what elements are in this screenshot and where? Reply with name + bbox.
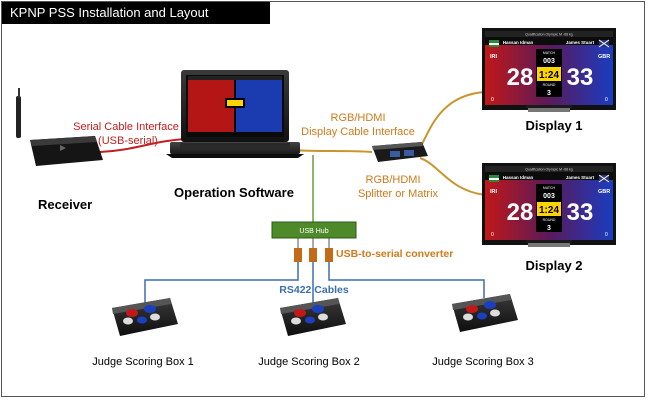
judge-box-2	[280, 298, 346, 336]
sb1-round-no: 3	[547, 90, 551, 97]
sb1-blue-name: James Stuart	[566, 40, 595, 45]
splitter-label-line2: Splitter or Matrix	[358, 188, 439, 200]
judge-2-label: Judge Scoring Box 2	[258, 356, 360, 368]
sb1-match-no: 003	[543, 58, 555, 65]
rs422-cable-3	[328, 262, 485, 298]
judge-3-label: Judge Scoring Box 3	[432, 356, 534, 368]
usb-serial-converters	[294, 248, 333, 262]
converter-label: USB-to-serial converter	[336, 248, 453, 260]
sb2-red-name: Hassan Idman	[503, 175, 534, 180]
rgb-cable-display2	[419, 157, 486, 196]
sb1-time: 1:24	[539, 70, 559, 81]
sb2-blue-country: GBR	[598, 189, 610, 195]
operation-label: Operation Software	[174, 185, 294, 200]
sb2-blue-score: 33	[567, 199, 594, 226]
sb2-penalty-left: 0	[491, 232, 494, 238]
sb2-header: Qualification Olympic M -68 kg	[525, 168, 573, 172]
splitter-device	[372, 142, 428, 162]
sb1-penalty-right: 0	[605, 97, 608, 103]
sb2-penalty-right: 0	[605, 232, 608, 238]
sb2-match-no: 003	[543, 193, 555, 200]
display-2-label: Display 2	[525, 258, 582, 273]
sb2-round-label: ROUND	[543, 218, 556, 222]
receiver-label: Receiver	[38, 197, 92, 212]
sb2-round-no: 3	[547, 225, 551, 232]
sb1-match-label: MATCH	[543, 51, 556, 55]
splitter-label-line1: RGB/HDMI	[366, 174, 421, 186]
title-bar: KPNP PSS Installation and Layout	[2, 2, 270, 24]
sb1-blue-country: GBR	[598, 54, 610, 60]
sb2-red-country: IRI	[490, 189, 498, 195]
sb1-blue-score: 33	[567, 64, 594, 91]
judge-box-1	[112, 298, 178, 336]
sb1-red-country: IRI	[490, 54, 498, 60]
receiver-device	[16, 88, 103, 166]
rgb-cable-laptop	[291, 149, 373, 153]
sb2-blue-name: James Stuart	[566, 175, 595, 180]
sb2-time: 1:24	[539, 205, 559, 216]
sb2-red-score: 28	[507, 199, 534, 226]
display-2	[482, 163, 616, 247]
serial-label-line2: (USB-serial)	[98, 135, 158, 147]
display-1-label: Display 1	[525, 118, 582, 133]
sb1-round-label: ROUND	[543, 83, 556, 87]
usb-hub-label: USB Hub	[299, 228, 328, 235]
rs422-label: RS422 Cables	[279, 284, 349, 296]
scoreboard-2: Qualification Olympic M -68 kg Hassan Id…	[490, 168, 610, 239]
laptop	[166, 70, 304, 158]
rgb-cable-display1	[419, 91, 486, 149]
serial-label-line1: Serial Cable Interface	[73, 121, 179, 133]
sb1-red-score: 28	[507, 64, 534, 91]
usb-hub	[271, 221, 357, 239]
sb1-red-name: Hassan Idman	[503, 40, 534, 45]
display-1	[482, 28, 616, 112]
rgb-label-line1: RGB/HDMI	[331, 112, 386, 124]
sb2-match-label: MATCH	[543, 186, 556, 190]
rs422-cable-1	[144, 262, 299, 305]
judge-1-label: Judge Scoring Box 1	[92, 356, 194, 368]
diagram-title: KPNP PSS Installation and Layout	[10, 5, 209, 20]
scoreboard-1: Qualification Olympic M -68 kg Hassan Id…	[490, 33, 610, 104]
sb1-header: Qualification Olympic M -68 kg	[525, 33, 573, 37]
judge-box-3	[452, 294, 518, 332]
rgb-label-line2: Display Cable Interface	[301, 126, 415, 138]
sb1-penalty-left: 0	[491, 97, 494, 103]
